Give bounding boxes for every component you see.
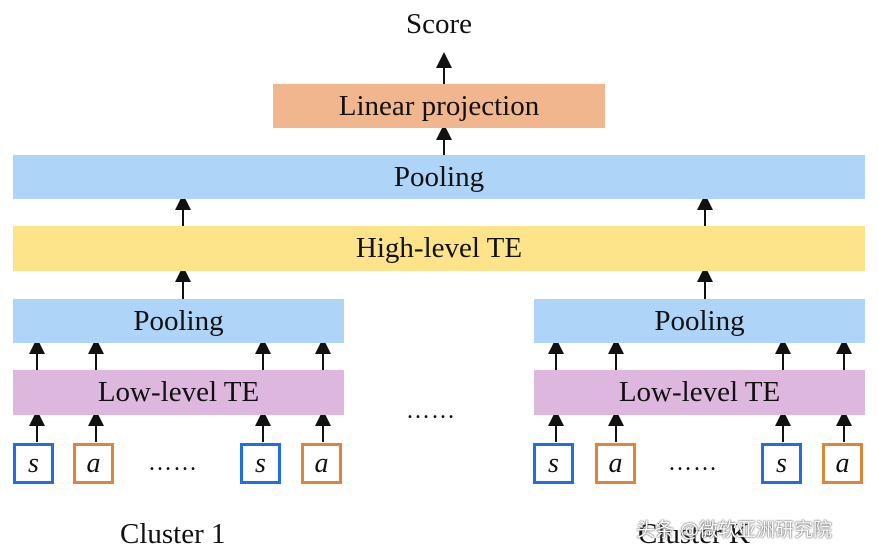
cluster-k-pooling-block: Pooling [534,299,865,343]
cluster-k-label: Cluster K [638,518,750,550]
high-level-te-block: High-level TE [13,226,865,271]
linear-projection-label: Linear projection [338,89,540,122]
watermark: 头条 @微软亚洲研究院 [636,519,833,541]
linear-projection-block: Linear projection [273,84,605,128]
cluster-1-low-level-te-label: Low-level TE [97,376,260,408]
cluster-k-state-token-2: s [761,443,802,484]
cluster-k-state-token-1: s [533,443,574,484]
cluster-k-action-token-2: a [822,443,863,484]
score-label: Score [406,8,473,40]
cluster-k-token-ellipsis: …… [668,450,718,476]
top-pooling-block: Pooling [13,155,865,199]
cluster-k-low-level-te-label: Low-level TE [618,376,781,408]
top-pooling-label: Pooling [393,160,485,193]
cluster-k-pooling-label: Pooling [654,304,745,337]
cluster-1-pooling-label: Pooling [133,304,224,337]
between-clusters-ellipsis: …… [406,398,456,424]
cluster-1-low-level-te-block: Low-level TE [13,370,344,415]
cluster-1-state-token-1: s [13,443,54,484]
cluster-1-action-token-2: a [301,443,342,484]
cluster-k-low-level-te-block: Low-level TE [534,370,865,415]
cluster-1-state-token-2: s [240,443,281,484]
cluster-1-label: Cluster 1 [120,518,226,550]
cluster-1-pooling-block: Pooling [13,299,344,343]
cluster-1-action-token-1: a [73,443,114,484]
cluster-k-action-token-1: a [595,443,636,484]
cluster-1-token-ellipsis: …… [148,450,198,476]
high-level-te-label: High-level TE [355,232,523,264]
